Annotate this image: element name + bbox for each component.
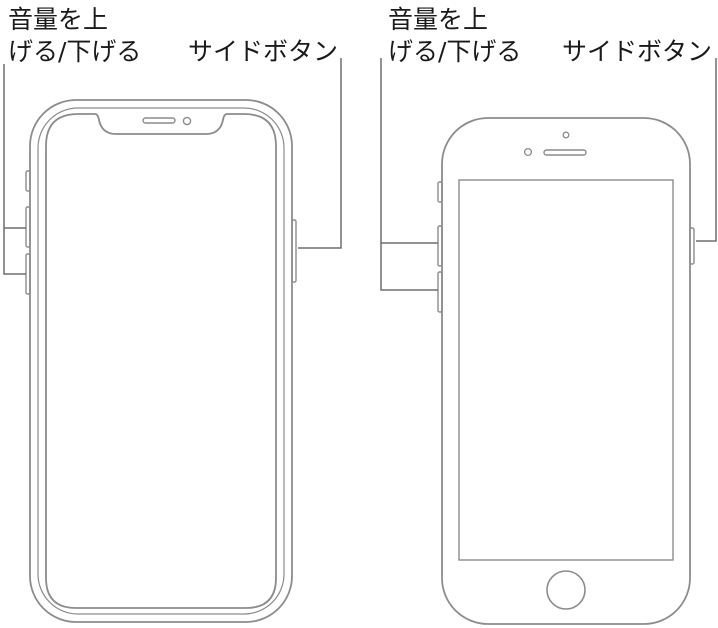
left-volume-label-line2: げる/下げる	[8, 37, 142, 66]
phone-home-button-top-sensor	[562, 131, 570, 139]
right-volume-leader-line	[380, 58, 438, 291]
phone-home-button-speaker	[543, 149, 587, 156]
phone-face-id-speaker	[142, 117, 176, 124]
left-volume-leader-line	[3, 64, 26, 275]
phone-face-id	[25, 99, 297, 623]
left-volume-label-line1: 音量を上	[8, 5, 109, 34]
right-volume-down-button	[437, 271, 443, 313]
right-mute-switch	[437, 181, 443, 203]
phone-home-button	[437, 117, 695, 625]
left-side-button-label: サイドボタン	[188, 37, 339, 66]
right-side-button-label: サイドボタン	[562, 37, 713, 66]
right-volume-label-line1: 音量を上	[388, 5, 489, 34]
left-side-button-leader-line	[298, 58, 342, 249]
home-button	[546, 570, 586, 610]
phone-face-id-front-camera	[182, 116, 192, 126]
phone-face-id-body	[29, 99, 293, 623]
right-leader-lines	[380, 58, 717, 291]
phone-home-button-screen	[458, 179, 674, 561]
left-mute-switch	[25, 170, 31, 192]
right-side-button-leader-line	[696, 58, 717, 242]
right-volume-up-button	[437, 225, 443, 267]
phone-home-button-front-camera	[523, 147, 533, 157]
left-volume-down-button	[25, 253, 31, 295]
phone-face-id-screen-with-notch	[45, 113, 277, 609]
left-volume-up-button	[25, 206, 31, 248]
left-leader-lines	[3, 58, 342, 275]
right-side-button	[689, 227, 695, 265]
phone-face-id-bezel	[37, 107, 285, 615]
phone-home-button-body	[441, 117, 691, 625]
right-volume-label-line2: げる/下げる	[388, 37, 522, 66]
left-side-button	[291, 219, 297, 283]
